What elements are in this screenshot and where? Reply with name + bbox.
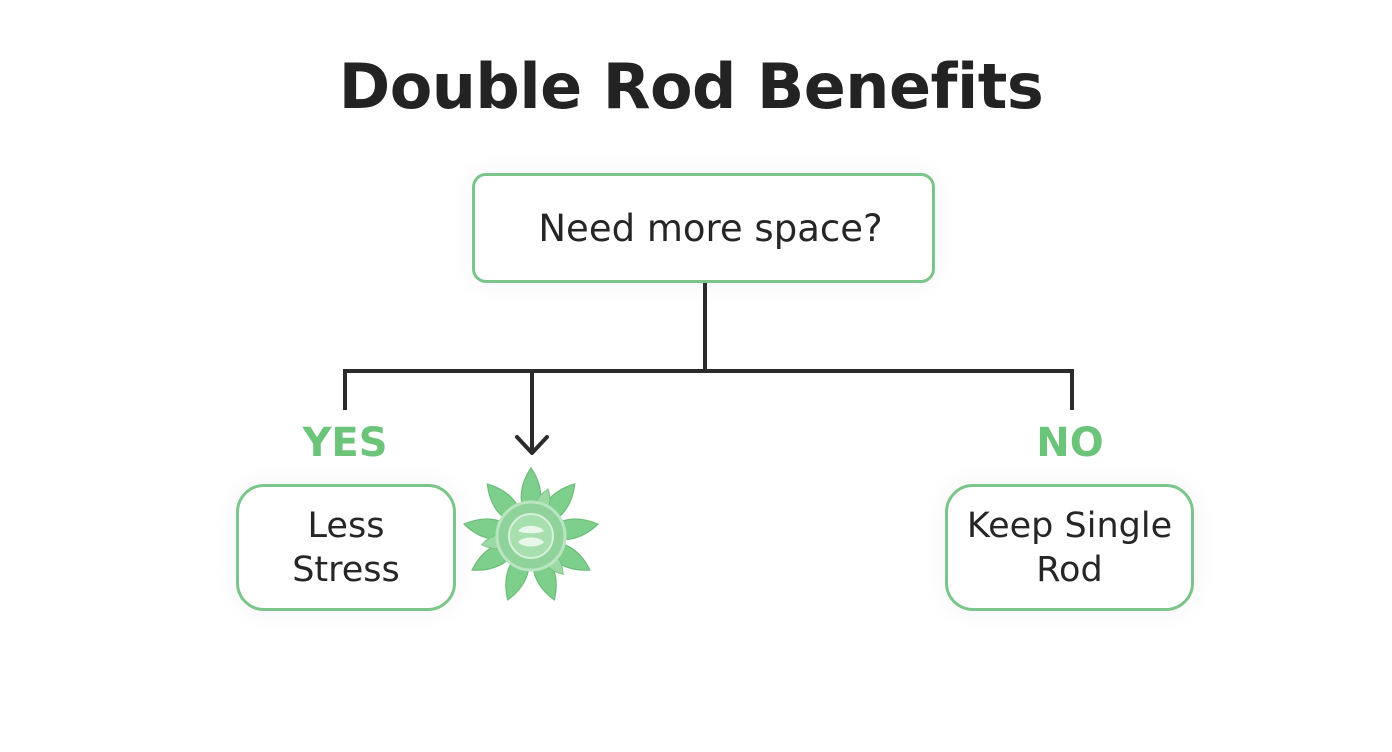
- question-text: Need more space?: [538, 206, 883, 250]
- diagram-title: Double Rod Benefits: [338, 50, 1044, 123]
- yes-label: YES: [302, 420, 388, 466]
- arrow-head-icon: [515, 435, 549, 455]
- no-label: NO: [1036, 420, 1104, 466]
- no-outcome-box: Keep Single Rod: [945, 484, 1194, 611]
- question-box: Need more space?: [472, 173, 935, 283]
- yes-outcome-box: Less Stress: [236, 484, 456, 611]
- lotus-flower-icon: [462, 466, 600, 601]
- yes-outcome-text: Less Stress: [292, 505, 400, 590]
- no-outcome-text: Keep Single Rod: [966, 505, 1173, 590]
